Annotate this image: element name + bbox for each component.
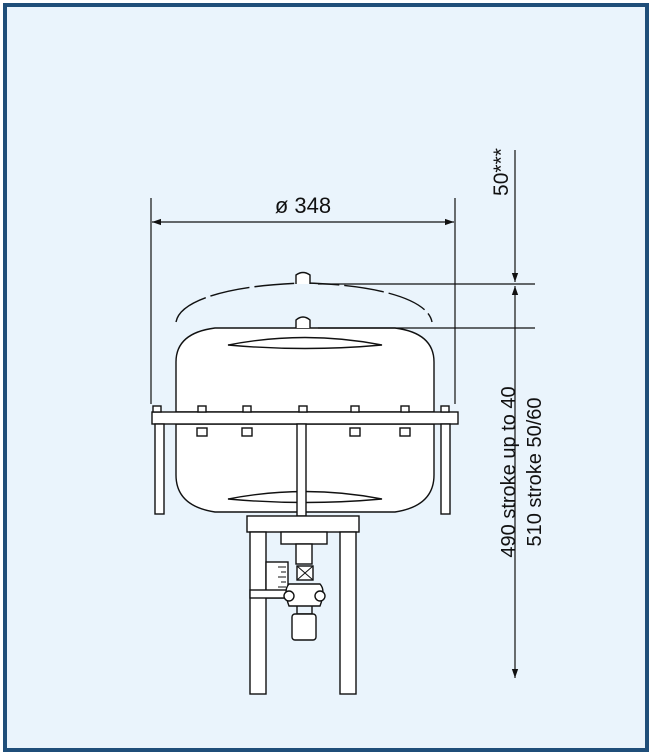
top-clearance-label: 50*** <box>490 148 513 196</box>
top-stem-cap <box>295 316 311 328</box>
height-stroke-large-label: 510 stroke 50/60 <box>524 398 546 547</box>
travel-scale-ticks <box>278 566 286 593</box>
center-rod <box>296 423 307 517</box>
yoke-plate <box>246 515 360 533</box>
stem-connector-cross <box>296 565 314 581</box>
yoke-left-pillar <box>249 531 267 695</box>
dimension-lines <box>150 150 535 678</box>
height-stroke-small-label: 490 stroke up to 40 <box>498 386 520 557</box>
flange-bolts-top <box>152 405 450 413</box>
stem-connector-body <box>285 583 324 607</box>
flange-ring <box>151 411 459 425</box>
flange-nuts-bottom <box>196 427 411 437</box>
stem-connector-left-nut <box>283 590 295 602</box>
upper-housing-groove <box>227 336 383 350</box>
right-leg <box>440 423 451 515</box>
scale-clamp <box>249 589 289 599</box>
actuator-drawing <box>151 271 459 695</box>
left-leg <box>154 423 165 515</box>
yoke-right-pillar <box>339 531 357 695</box>
diameter-label: ø 348 <box>275 193 331 218</box>
plug-stem <box>291 613 317 641</box>
stem-lower <box>295 543 313 565</box>
stem-coupling <box>280 531 328 545</box>
stem-connector-right-nut <box>314 590 326 602</box>
top-stem-cap-extended <box>295 271 311 284</box>
